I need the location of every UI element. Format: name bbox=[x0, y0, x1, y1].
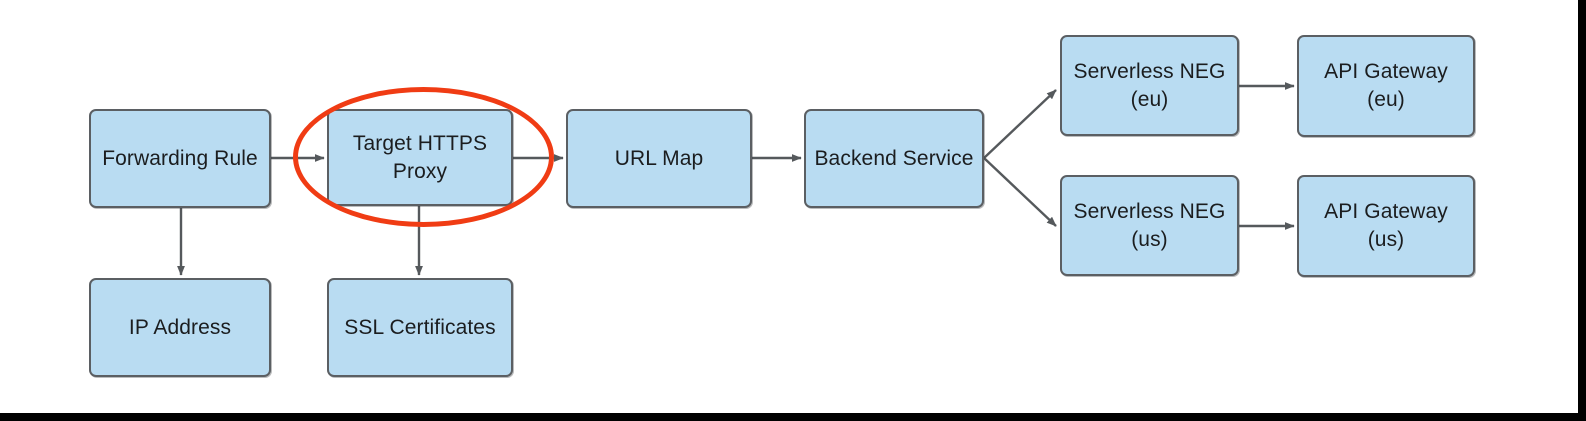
node-target-https-proxy[interactable]: Target HTTPS Proxy bbox=[327, 109, 513, 206]
frame-right-bar bbox=[1578, 0, 1586, 421]
node-label-ssl-certificates: SSL Certificates bbox=[344, 315, 496, 339]
frame-bottom-bar bbox=[0, 413, 1586, 421]
node-label-api-gateway-us: API Gateway (us) bbox=[1324, 200, 1448, 251]
node-label-forwarding-rule: Forwarding Rule bbox=[102, 146, 258, 170]
node-label-target-https-proxy: Target HTTPS Proxy bbox=[352, 131, 488, 183]
node-ip-address[interactable]: IP Address bbox=[89, 278, 271, 377]
node-forwarding-rule[interactable]: Forwarding Rule bbox=[89, 109, 271, 208]
node-label-api-gateway-eu: API Gateway (eu) bbox=[1324, 60, 1448, 111]
node-label-backend-service: Backend Service bbox=[814, 146, 974, 170]
connector-backend-service-to-serverless-neg-eu bbox=[983, 89, 1057, 159]
node-backend-service[interactable]: Backend Service bbox=[804, 109, 984, 208]
node-serverless-neg-eu[interactable]: Serverless NEG (eu) bbox=[1060, 35, 1239, 136]
node-label-ip-address: IP Address bbox=[128, 315, 232, 339]
node-api-gateway-us[interactable]: API Gateway (us) bbox=[1297, 175, 1475, 277]
node-label-serverless-neg-eu: Serverless NEG (eu) bbox=[1073, 59, 1226, 111]
node-url-map[interactable]: URL Map bbox=[566, 109, 752, 208]
node-label-url-map: URL Map bbox=[614, 146, 704, 170]
node-serverless-neg-us[interactable]: Serverless NEG (us) bbox=[1060, 175, 1239, 276]
node-api-gateway-eu[interactable]: API Gateway (eu) bbox=[1297, 35, 1475, 137]
node-label-serverless-neg-us: Serverless NEG (us) bbox=[1073, 199, 1226, 251]
node-ssl-certificates[interactable]: SSL Certificates bbox=[327, 278, 513, 377]
connector-backend-service-to-serverless-neg-us bbox=[983, 157, 1057, 227]
